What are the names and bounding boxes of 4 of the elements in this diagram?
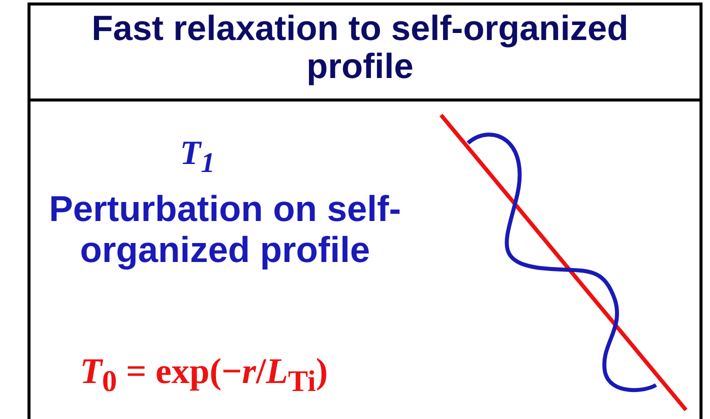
description-text: Perturbation on self-organized profile — [48, 188, 402, 270]
formula-text: T$_{0}$ = exp(−r/L$_{Ti}$) — [80, 350, 328, 400]
symbol-label: T$_{1}$ — [180, 135, 215, 180]
slide-title: Fast relaxation to self-organized profile — [90, 10, 630, 86]
